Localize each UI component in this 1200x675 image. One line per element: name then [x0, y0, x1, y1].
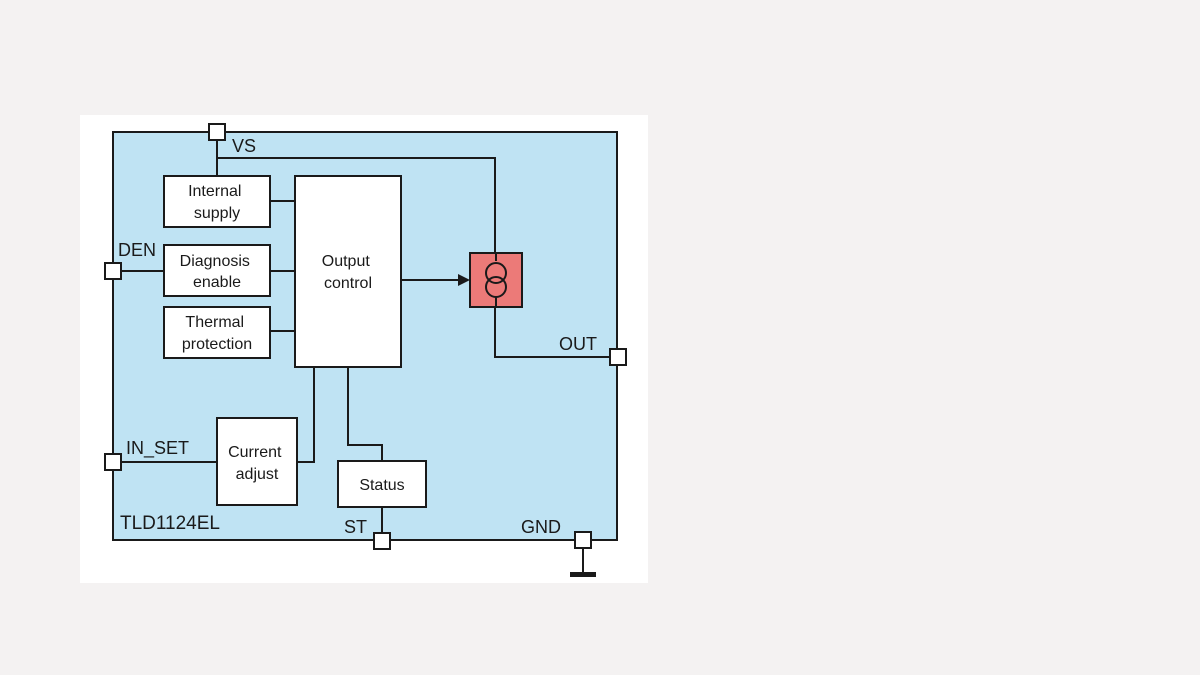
diagnosis-enable-label: Diagnosis enable: [180, 253, 255, 291]
thermal-protection-block: [163, 306, 271, 359]
out-pin: [609, 348, 627, 366]
output-control-label-line-2: control: [324, 275, 372, 292]
internal-supply-label-line-2: supply: [194, 205, 240, 222]
output-control-label-line-1: Output: [322, 253, 371, 270]
internal-supply-block: [163, 175, 271, 228]
current-source-top-circle-icon: [485, 262, 507, 284]
current-adjust-label-line-1: Current: [228, 444, 282, 461]
vs-pin: [208, 123, 226, 141]
current-adjust-label: Current adjust: [228, 444, 286, 483]
out-wire: [494, 307, 610, 358]
st-pin: [373, 532, 391, 550]
internal-supply-label-line-1: Internal: [188, 183, 241, 200]
in-set-label: IN_SET: [126, 438, 189, 459]
chip-name-label: TLD1124EL: [120, 513, 220, 534]
den-pin: [104, 262, 122, 280]
in-set-pin: [104, 453, 122, 471]
diagnosis-enable-label-line-1: Diagnosis: [180, 253, 250, 270]
thermal-protection-label-line-2: protection: [182, 336, 252, 353]
block-diagram: VS DEN IN_SET OUT ST GND TLD1124EL Inter…: [104, 123, 627, 577]
vs-label: VS: [232, 136, 256, 156]
thermal-protection-label-line-1: Thermal: [185, 314, 244, 331]
control-arrowhead: [458, 274, 470, 286]
diagnosis-enable-block: [163, 244, 271, 297]
current-source: [469, 252, 523, 308]
thermal-protection-label: Thermal protection: [182, 314, 252, 353]
diagram-card: VS DEN IN_SET OUT ST GND TLD1124EL Inter…: [80, 115, 648, 583]
wires: [121, 140, 610, 574]
status-link: [347, 367, 383, 461]
current-adjust-label-line-2: adjust: [236, 466, 279, 483]
output-control-block: [294, 175, 402, 368]
output-control-label: Output control: [322, 253, 374, 292]
current-adjust-block: [216, 417, 298, 506]
diagnosis-enable-label-line-2: enable: [193, 274, 241, 291]
ground-symbol: [570, 572, 596, 577]
status-label: Status: [359, 477, 404, 494]
st-label: ST: [344, 517, 367, 537]
vs-wire: [216, 140, 496, 253]
out-label: OUT: [559, 334, 597, 354]
internal-supply-label: Internal supply: [188, 183, 246, 222]
den-label: DEN: [118, 240, 156, 260]
status-label-line-1: Status: [359, 477, 404, 494]
current-adjust-link: [297, 367, 315, 463]
gnd-label: GND: [521, 517, 561, 537]
status-block: [337, 460, 427, 508]
gnd-pin: [574, 531, 592, 549]
